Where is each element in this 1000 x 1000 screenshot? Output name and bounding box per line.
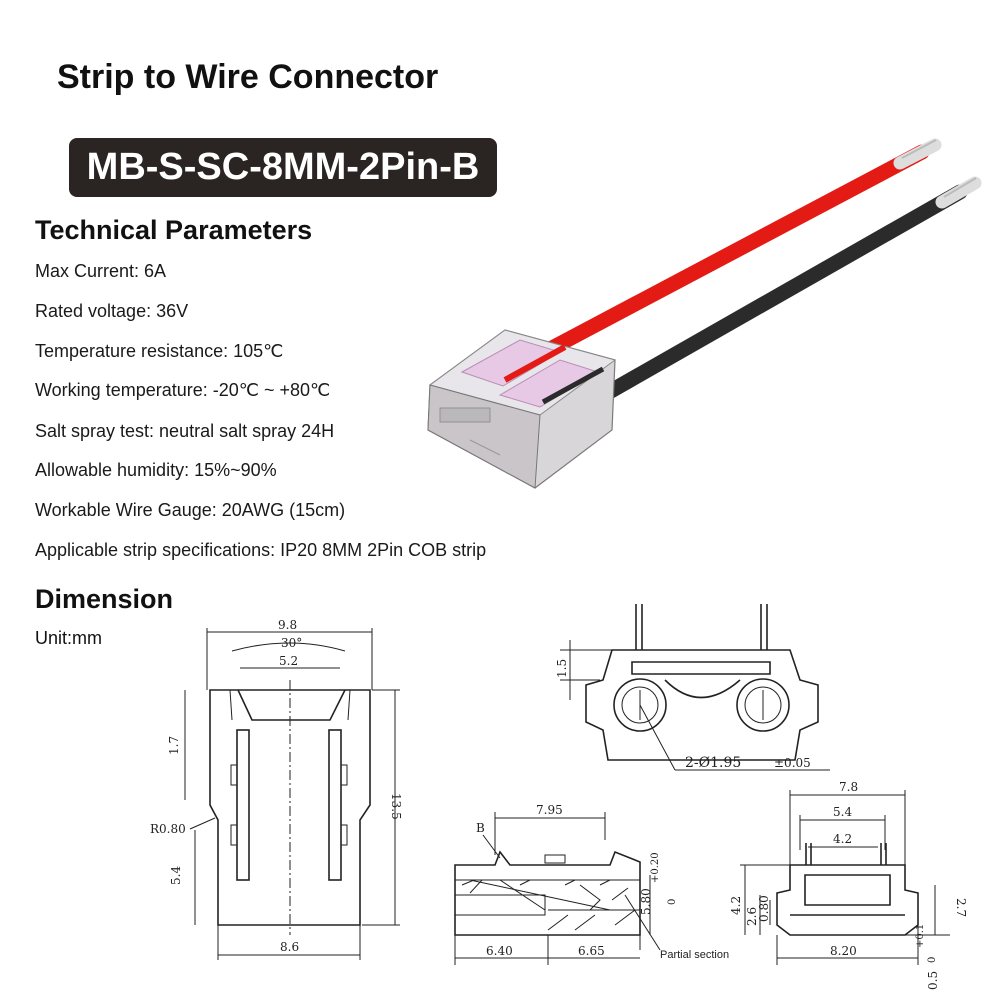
product-illustration xyxy=(427,138,982,489)
dim-5.4b: 5.4 xyxy=(833,805,852,819)
param-rated-voltage: Rated voltage: 36V xyxy=(35,301,189,321)
param-wire-gauge: Workable Wire Gauge: 20AWG (15cm) xyxy=(35,500,346,520)
dim-2.7: 2.7 xyxy=(954,898,968,917)
dim-5.80-tol-lower: 0 xyxy=(667,899,678,905)
dim-5.4: 5.4 xyxy=(169,866,183,885)
dim-8.20-tol: +0.1 xyxy=(915,924,926,948)
param-temperature-resistance: Temperature resistance: 105℃ xyxy=(35,341,284,361)
unit-label: Unit:mm xyxy=(35,628,102,648)
dim-2.6: 2.6 xyxy=(745,907,759,926)
dim-4.2: 4.2 xyxy=(833,832,852,846)
dim-8.6: 8.6 xyxy=(280,940,299,954)
label-partial-section: Partial section xyxy=(660,949,729,961)
dim-6.40: 6.40 xyxy=(486,944,513,958)
dim-r0.80: R0.80 xyxy=(150,822,186,836)
param-max-current: Max Current: 6A xyxy=(35,261,167,281)
model-badge: MB-S-SC-8MM-2Pin-B xyxy=(69,138,497,197)
dim-0.5: 0.5 xyxy=(926,971,940,990)
drawing-end-view: 1.5 2-Ø1.95 ±0.05 xyxy=(555,604,830,771)
label-b: B xyxy=(476,821,485,835)
dim-5.80-tol: +0.20 xyxy=(650,852,661,883)
param-strip-spec: Applicable strip specifications: IP20 8M… xyxy=(35,540,487,560)
param-humidity: Allowable humidity: 15%~90% xyxy=(35,460,277,480)
dim-1.7: 1.7 xyxy=(167,736,181,755)
dim-7.95: 7.95 xyxy=(536,803,563,817)
dim-6.65: 6.65 xyxy=(578,944,605,958)
dim-13.5: 13.5 xyxy=(389,793,403,820)
drawing-side-section: B 7.95 6.40 6.65 5.80 +0.20 0 Partial se… xyxy=(454,803,729,965)
drawing-top-view: 9.8 30° 5.2 1.7 R0.80 5.4 13.5 8.6 xyxy=(150,618,403,960)
dim-holes: 2-Ø1.95 xyxy=(685,755,741,771)
param-salt-spray: Salt spray test: neutral salt spray 24H xyxy=(35,421,335,441)
technical-heading: Technical Parameters xyxy=(35,215,313,245)
dim-8.20-tol-lower: 0 xyxy=(927,957,938,963)
drawing-front-view: 7.8 5.4 4.2 4.2 2.6 0.80 2.7 8.20 +0.1 0… xyxy=(729,780,968,990)
page-title: Strip to Wire Connector xyxy=(57,58,439,96)
dimension-heading: Dimension xyxy=(35,584,174,614)
dim-30deg: 30° xyxy=(281,636,302,650)
dim-4.2v: 4.2 xyxy=(729,896,743,915)
dim-holes-tol: ±0.05 xyxy=(774,756,811,770)
dim-1.5: 1.5 xyxy=(555,659,569,678)
dim-5.2: 5.2 xyxy=(279,654,298,668)
dim-8.20: 8.20 xyxy=(830,944,857,958)
param-working-temperature: Working temperature: -20℃ ~ +80℃ xyxy=(35,380,331,400)
dim-5.80: 5.80 xyxy=(639,888,653,915)
dim-0.80v: 0.80 xyxy=(757,895,771,922)
dim-9.8: 9.8 xyxy=(278,618,297,632)
dim-7.8: 7.8 xyxy=(839,780,858,794)
